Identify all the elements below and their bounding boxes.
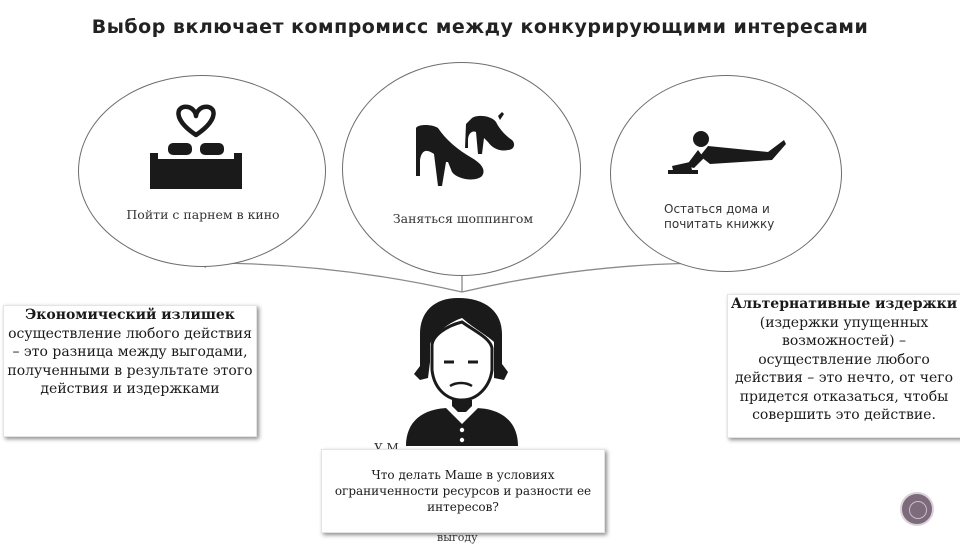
option-shopping-circle xyxy=(342,62,581,276)
question-text: Что делать Маше в условиях ограниченност… xyxy=(334,468,592,514)
reading-person-icon xyxy=(668,131,786,174)
option-shopping-label: Заняться шоппингом xyxy=(392,211,534,226)
heart-cinema-icon xyxy=(150,104,242,189)
shoes-icon xyxy=(416,112,515,186)
option-cinema-label: Пойти с парнем в кино xyxy=(126,207,280,222)
economic-surplus-text: осуществление любого действия – это разн… xyxy=(7,325,253,398)
economic-surplus-box: Экономический излишек осуществление любо… xyxy=(3,305,257,437)
option-reading-circle xyxy=(610,75,842,272)
girl-icon xyxy=(406,298,518,446)
question-box: Что делать Маше в условиях ограниченност… xyxy=(321,449,605,533)
slide-badge-icon xyxy=(900,492,934,526)
alternative-costs-box: Альтернативные издержки (издержки упущен… xyxy=(727,294,960,438)
option-reading-label: Остаться дома и почитать книжку xyxy=(664,202,775,231)
slide-title: Выбор включает компромисс между конкурир… xyxy=(91,16,869,38)
alternative-costs-text: (издержки упущенных возможностей) – осущ… xyxy=(734,314,954,424)
alternative-costs-heading: Альтернативные издержки xyxy=(730,296,958,312)
economic-surplus-heading: Экономический излишек xyxy=(25,307,235,323)
